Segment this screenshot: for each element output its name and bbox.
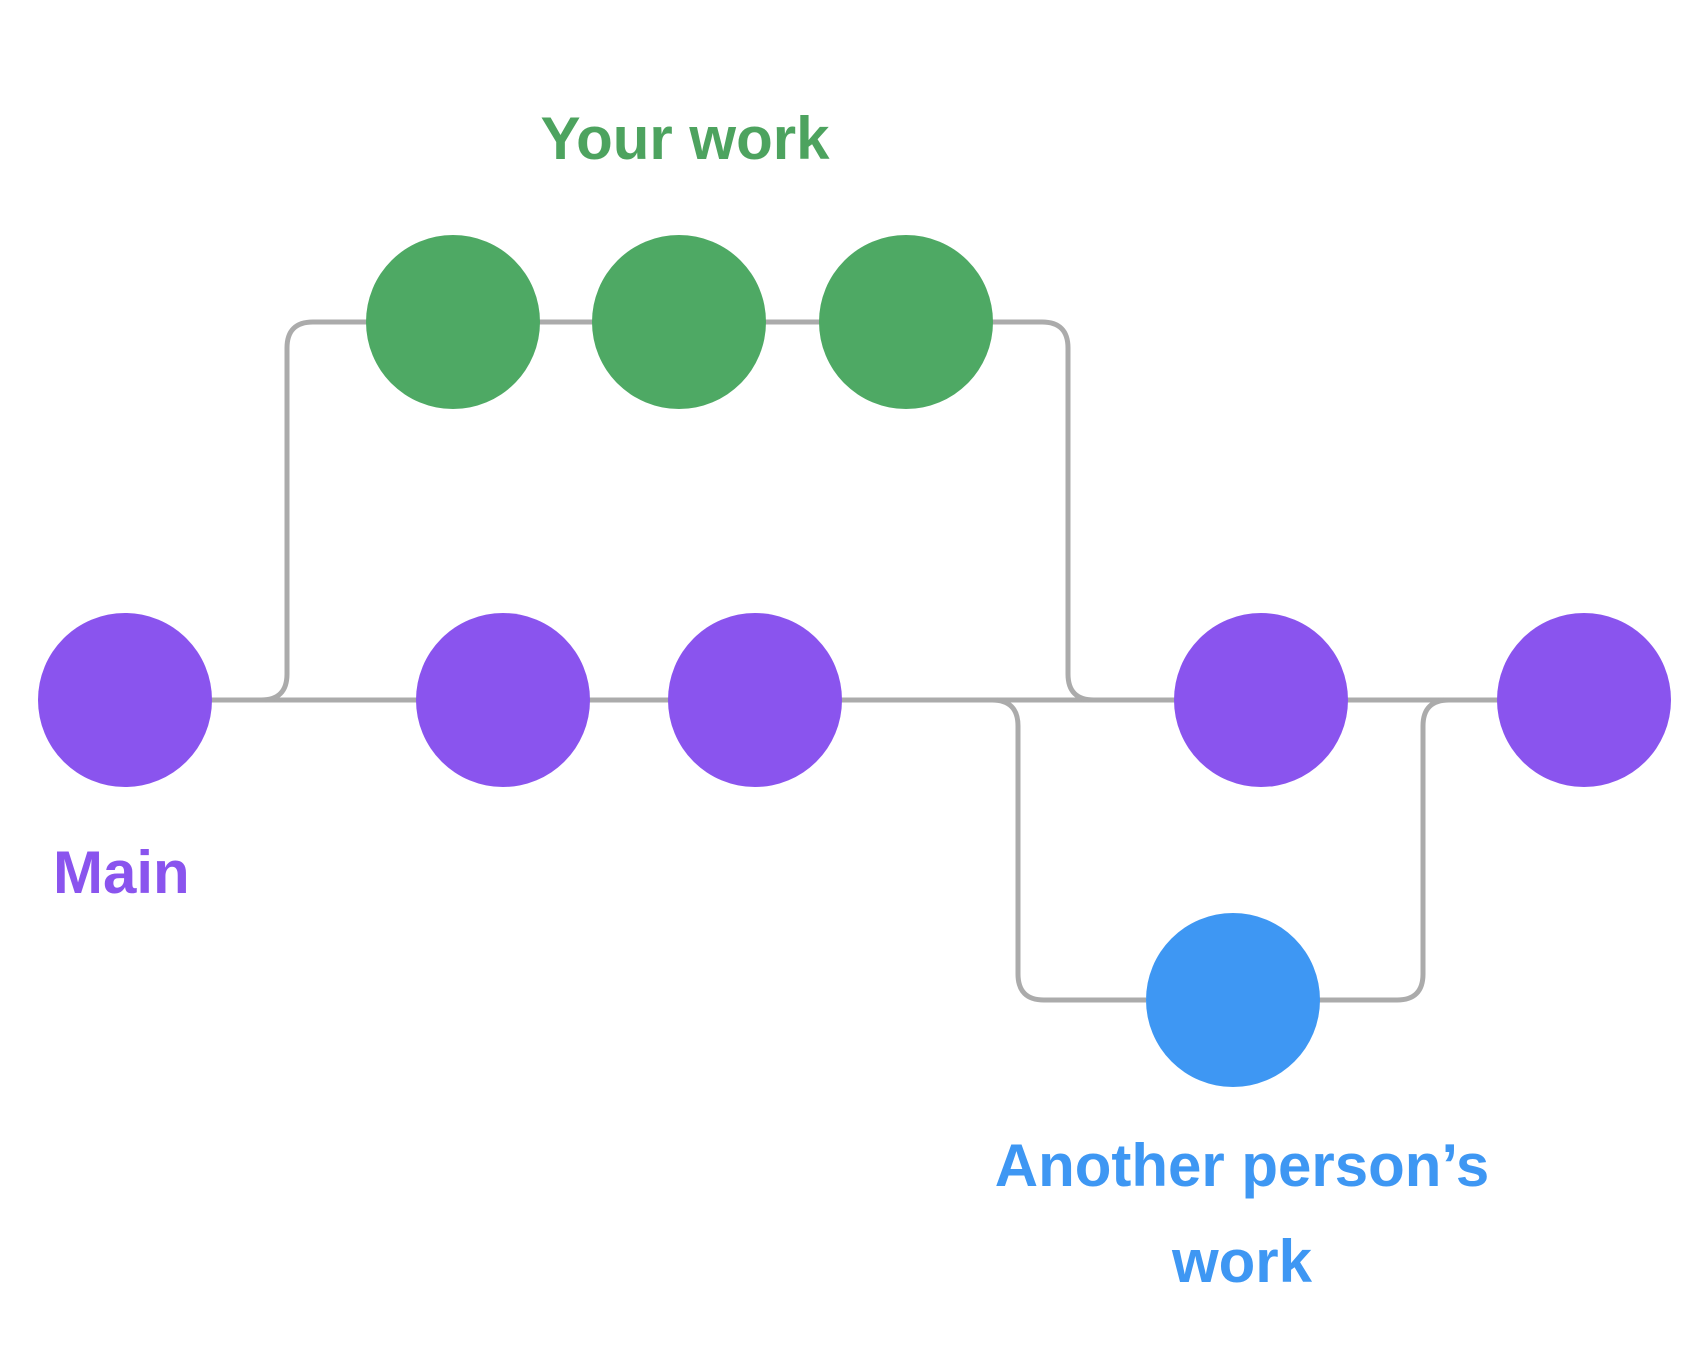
commit-node-your-work-1 bbox=[366, 235, 540, 409]
branch-edge-your-work-merge bbox=[906, 319, 1172, 703]
branch-edge-another-person-fork bbox=[755, 697, 1146, 1003]
branch-edge-another-person-merge bbox=[1233, 697, 1584, 1003]
commit-node-another-person-1 bbox=[1146, 913, 1320, 1087]
label-another-person: Another person’s work bbox=[842, 1118, 1642, 1310]
label-another-person-line1: Another person’s bbox=[994, 1132, 1490, 1199]
branch-edge-your-work-fork bbox=[125, 319, 453, 703]
commit-node-main-1 bbox=[38, 613, 212, 787]
commit-node-your-work-2 bbox=[592, 235, 766, 409]
label-another-person-line2: work bbox=[1171, 1228, 1313, 1295]
label-main: Main bbox=[53, 839, 190, 906]
commit-node-main-4 bbox=[1174, 613, 1348, 787]
commit-node-main-3 bbox=[668, 613, 842, 787]
commit-node-main-2 bbox=[416, 613, 590, 787]
label-your-work: Your work bbox=[540, 105, 830, 172]
commit-node-your-work-3 bbox=[819, 235, 993, 409]
commit-node-main-5 bbox=[1497, 613, 1671, 787]
